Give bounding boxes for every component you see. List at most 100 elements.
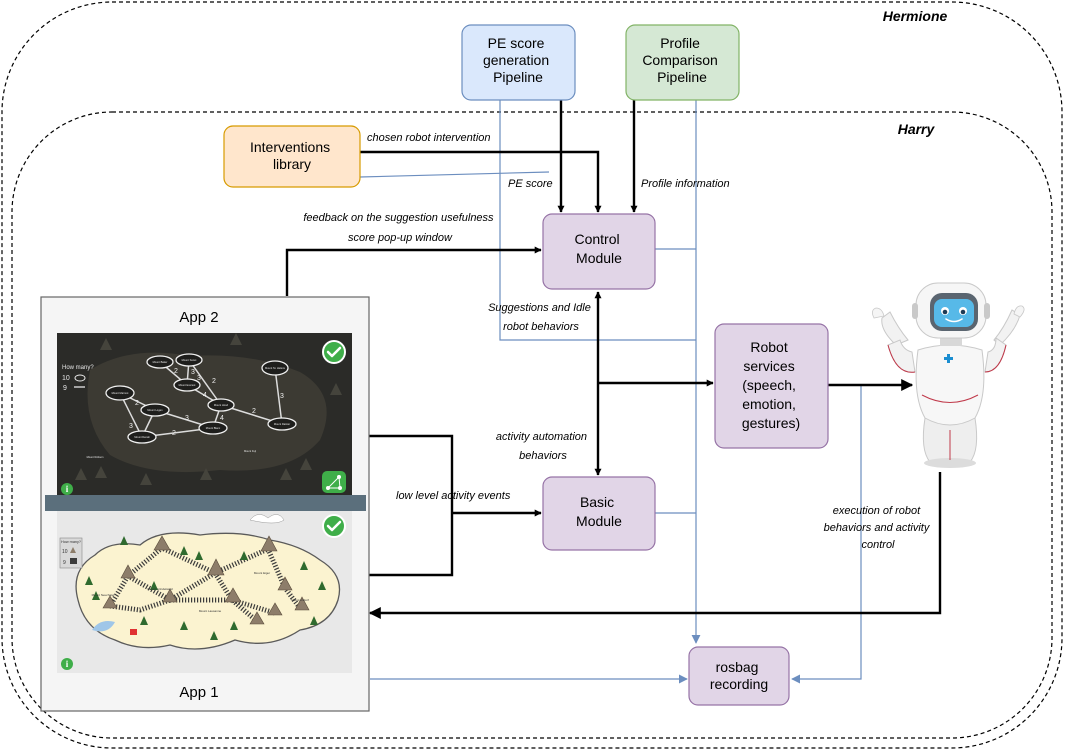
- control-line-2: Module: [576, 250, 622, 266]
- info-icon: i: [61, 483, 73, 495]
- harry-region: [11, 111, 1053, 739]
- robot-to-rosbag-edge: [791, 385, 862, 684]
- profile-line-1: Profile: [660, 35, 700, 51]
- services-line-3: (speech,: [742, 377, 796, 393]
- app2-node-label: Mount Blanc: [206, 426, 221, 430]
- network-icon: [322, 471, 346, 493]
- interventions-library-node: Interventions library: [223, 125, 361, 188]
- app2-graph-nodes: [105, 353, 297, 444]
- app1-place-label: Mount Lausanne: [199, 609, 222, 613]
- app-divider: [45, 495, 366, 511]
- app1-place-label: Mount Neuchatel: [92, 593, 115, 597]
- control-line-1: Control: [574, 231, 619, 247]
- app2-legend: How many? 10 9: [62, 365, 94, 392]
- svg-text:Interventions library: Interventions library: [250, 139, 334, 172]
- rosbag-line-2: recording: [710, 676, 768, 692]
- automation-label-1: activity automation: [496, 431, 587, 443]
- chosen-intervention-edge: [360, 150, 602, 213]
- profile-info-label: Profile information: [641, 178, 730, 190]
- chosen-intervention-label: chosen robot intervention: [367, 132, 491, 144]
- app2-node-label: Mount Denali: [134, 435, 150, 439]
- pe-score-pipeline-node: PE score generation Pipeline: [461, 24, 576, 101]
- app2-edge-weight: 3: [129, 423, 133, 430]
- profile-line-3: Pipeline: [657, 69, 707, 85]
- app2-node-label: Mount Baker: [153, 360, 168, 364]
- app2-node-label: Mount Marmot: [112, 391, 129, 395]
- check-icon: [322, 340, 346, 364]
- app2-edge-weight: 4: [220, 415, 224, 422]
- hermione-label: Hermione: [883, 8, 948, 24]
- basic-module-node: Basic Module: [542, 476, 656, 551]
- logging-edges: [359, 100, 862, 684]
- app2-node-label: Mount Everest: [179, 383, 196, 387]
- check-icon: [322, 514, 346, 538]
- app2-node-label: Mount Robson: [87, 455, 104, 459]
- svg-text:Robot services (sp: Robot services (speech, emotion, gesture…: [742, 339, 800, 431]
- pe-line-1: PE score: [488, 35, 545, 51]
- app2-edge-weight: 2: [212, 378, 216, 385]
- app2-edge-weight: 3: [185, 415, 189, 422]
- execution-label-1: execution of robot: [833, 505, 921, 517]
- app1-place-label: Mount Grindelwald: [147, 587, 172, 591]
- apps-panel: App 2 App 1: [40, 296, 370, 712]
- swiss-flag-icon: [130, 629, 137, 635]
- svg-text:i: i: [66, 484, 69, 494]
- app1-legend-9: 9: [63, 560, 66, 566]
- svg-text:PE score generation: PE score generation Pipeline: [483, 35, 553, 85]
- svg-text:activity automation beha: activity automation behaviors: [496, 431, 590, 462]
- svg-text:Control Module: Control Module: [574, 231, 623, 266]
- profile-line-2: Comparison: [642, 52, 717, 68]
- svg-text:i: i: [66, 659, 69, 669]
- app1-legend: How many? 10 9: [59, 537, 83, 569]
- app1-place-label: Mount Eiger: [254, 571, 270, 575]
- services-line-1: Robot: [750, 339, 787, 355]
- services-line-5: gestures): [742, 415, 800, 431]
- suggestions-label-1: Suggestions and Idle: [488, 302, 591, 314]
- pe-line-2: generation: [483, 52, 549, 68]
- app2-legend-10: 10: [62, 375, 70, 382]
- app2-question: How many?: [62, 365, 94, 371]
- app2-node-label: Mount St. Helens: [265, 366, 286, 370]
- pe-score-label: PE score: [508, 178, 553, 190]
- robot-illustration: [872, 282, 1025, 468]
- app2-edge-weight: 3: [280, 393, 284, 400]
- app2-legend-9: 9: [63, 385, 67, 392]
- app2-trees: [75, 333, 342, 485]
- app1-place-label: Mount Altdorf: [291, 598, 309, 602]
- app2-node-label: Mount Rainier: [274, 422, 290, 426]
- interventions-line-2: library: [273, 156, 311, 172]
- services-line-2: services: [743, 358, 794, 374]
- app2-node-label: Mount Logan: [147, 408, 163, 412]
- basic-line-1: Basic: [580, 494, 614, 510]
- app2-edge-weight: 2: [174, 368, 178, 375]
- low-level-events-label: low level activity events: [396, 490, 511, 502]
- robot-to-apps-edge: [368, 472, 942, 619]
- rosbag-line-1: rosbag: [716, 659, 759, 675]
- interventions-log-edge: [359, 171, 550, 178]
- app2-edge-weight: 2: [172, 430, 176, 437]
- app2-edge-weight: 2: [252, 408, 256, 415]
- control-module-node: Control Module: [542, 213, 656, 290]
- app2-screen: Mount Baker Mount Sunet Mount St. Helens…: [57, 333, 352, 495]
- execution-label-2: behaviors and activity: [824, 522, 931, 534]
- control-edges: [285, 100, 942, 619]
- profile-comparison-node: Profile Comparison Pipeline: [625, 24, 740, 101]
- app1-label: App 1: [179, 684, 218, 701]
- app1-question: How many?: [61, 540, 81, 544]
- app2-node-label: Mount Hood: [214, 403, 229, 407]
- app2-edge-weight: 3: [197, 375, 201, 382]
- robot-services-node: Robot services (speech, emotion, gesture…: [714, 323, 829, 449]
- automation-label-2: behaviors: [519, 450, 567, 462]
- app1-trees: [85, 536, 326, 640]
- app2-label: App 2: [179, 309, 218, 326]
- robot-chest-logo: [944, 354, 953, 363]
- svg-text:feedback on the suggestion use: feedback on the suggestion usefulness sc…: [303, 212, 496, 244]
- app1-screen: Mount Neuchatel Mount Grindelwald Mount …: [57, 511, 352, 673]
- harry-label: Harry: [898, 121, 936, 137]
- basic-line-2: Module: [576, 513, 622, 529]
- app2-node-label: Mount Sunet: [182, 358, 197, 362]
- app-events-edge: [354, 434, 454, 577]
- pe-to-rosbag-edge: [499, 100, 696, 341]
- svg-text:execution of robot behav: execution of robot behaviors and activit…: [824, 505, 933, 551]
